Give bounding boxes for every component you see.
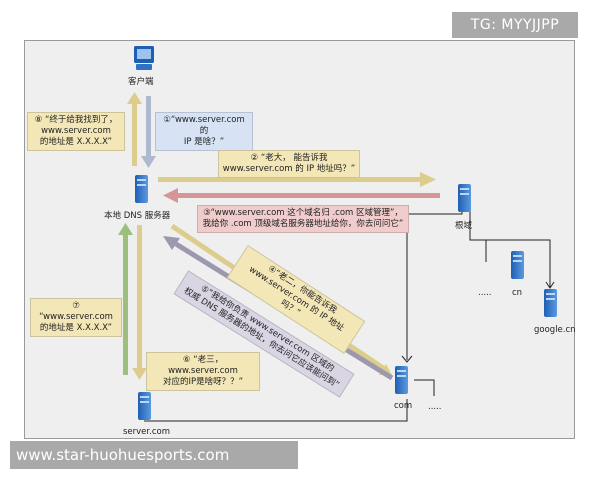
computer-icon-client (134, 46, 154, 70)
arrow-step-3 (163, 188, 440, 203)
label-client: 客户端 (128, 77, 154, 87)
label-google-cn: google.cn (534, 325, 576, 335)
label-ellipsis-com: ..... (428, 402, 442, 412)
watermark-top: TG: MYYJJPP (452, 12, 578, 38)
label-root: 根域 (455, 221, 473, 231)
step-3-box: ③“www.server.com 这个域名归 .com 区域管理”，我给你 .c… (197, 205, 409, 233)
arrow-step-8 (127, 92, 142, 166)
label-ellipsis-root: ..... (478, 288, 492, 298)
arrow-step-7 (118, 223, 133, 375)
server-icon-cn (511, 251, 524, 279)
arrow-step-2 (158, 172, 436, 187)
server-icon-root (458, 184, 471, 212)
arrow-step-6 (132, 225, 147, 380)
server-icon-server-com (138, 392, 151, 420)
label-cn: cn (512, 288, 523, 298)
label-local-dns: 本地 DNS 服务器 (104, 211, 171, 221)
server-icon-local-dns (135, 175, 148, 203)
arrow-step-1 (141, 96, 156, 168)
label-com: com (394, 401, 413, 411)
server-icon-google-cn (544, 289, 557, 317)
watermark-bottom: www.star-huohuesports.com (10, 441, 298, 469)
label-server-com: server.com (123, 427, 170, 437)
server-icon-com (395, 366, 408, 394)
